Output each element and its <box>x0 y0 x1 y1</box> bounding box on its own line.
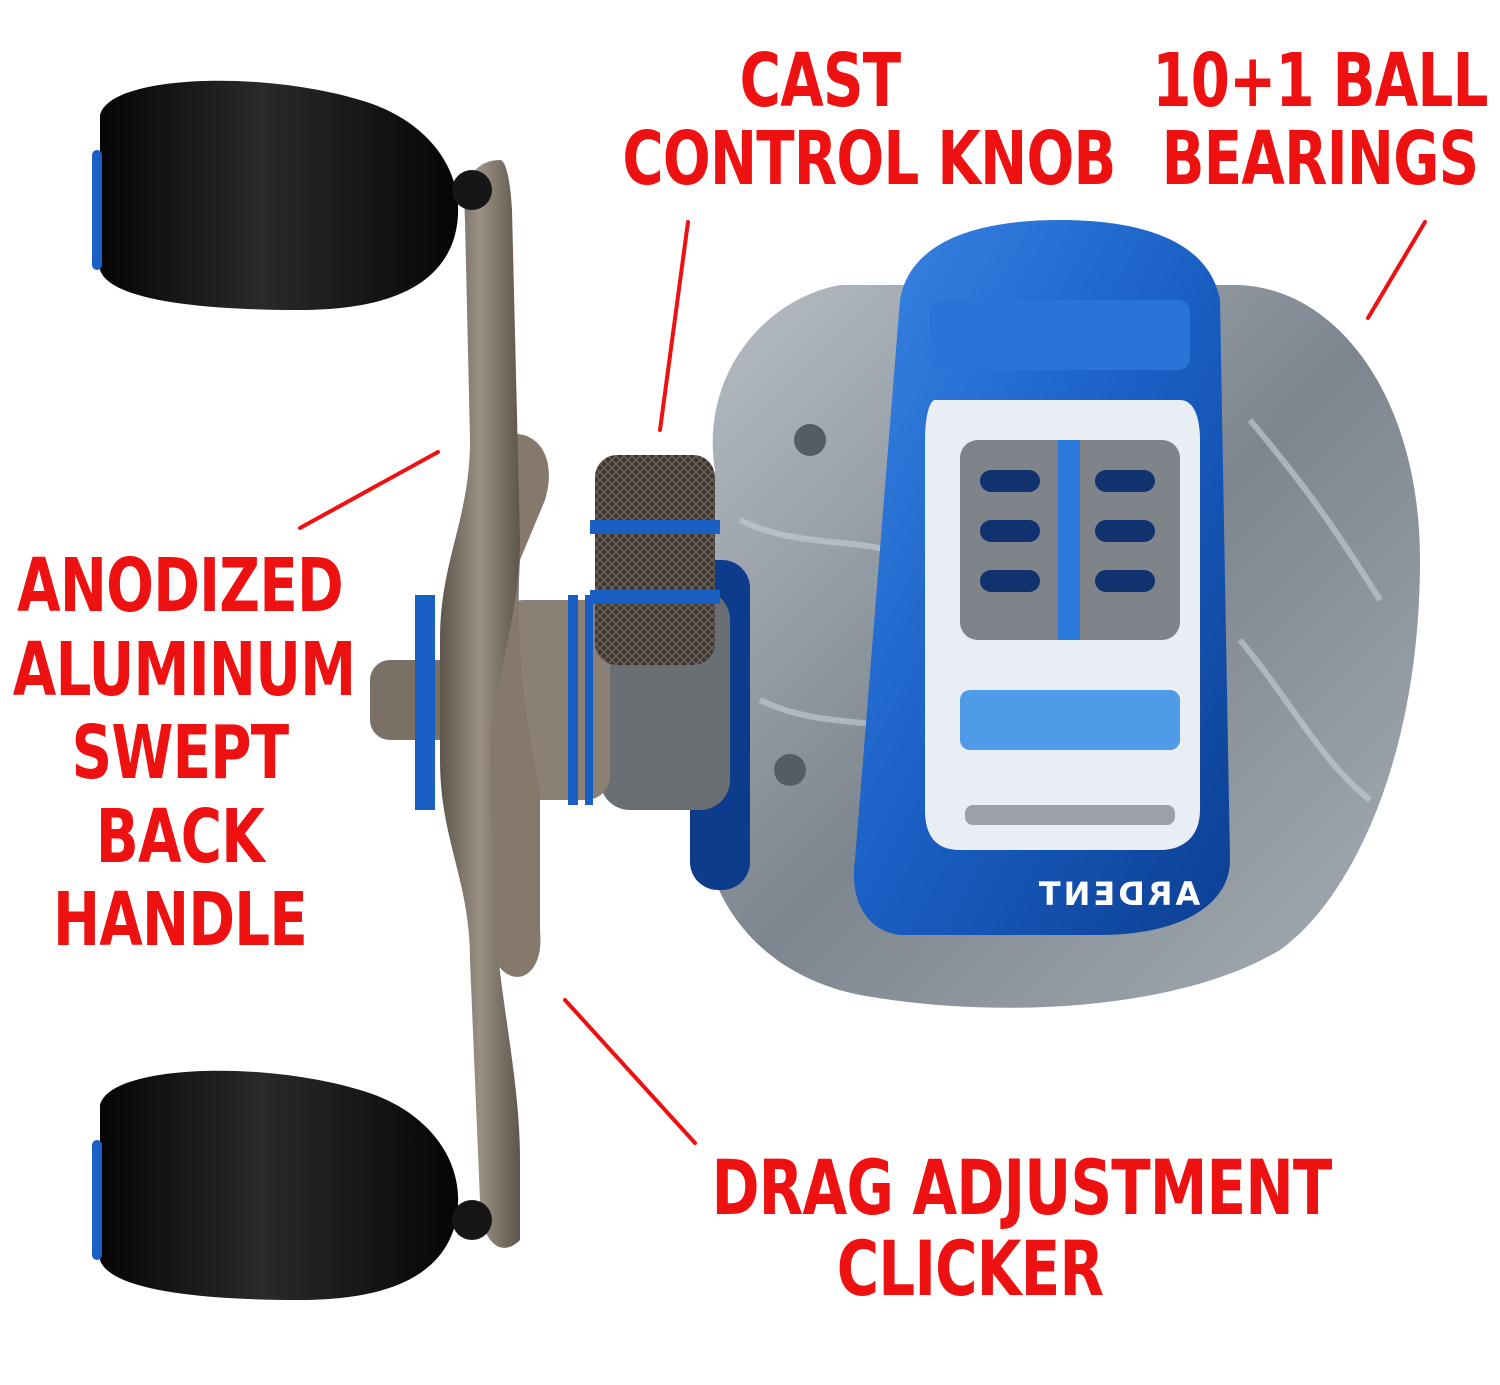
handle-arm <box>440 160 520 1248</box>
label-line: CONTROL KNOB <box>622 116 1116 203</box>
handle-label: ANODIZED ALUMINUM SWEPT BACK HANDLE <box>12 543 356 964</box>
leader-line-bearings <box>1366 220 1427 320</box>
label-line: BACK <box>95 793 265 880</box>
leader-lines <box>298 220 1427 1145</box>
blue-spool-frame <box>853 220 1230 935</box>
cast-control-knob <box>590 455 720 665</box>
handle-knob-bottom <box>92 1070 492 1300</box>
leader-line-cast-control <box>658 220 690 432</box>
handle-knob-top <box>92 80 492 310</box>
cast-control-knob-label: CAST CONTROL KNOB <box>622 38 1116 203</box>
ball-bearings-label: 10+1 BALL BEARINGS <box>1145 42 1495 199</box>
drag-adjustment-label: DRAG ADJUSTMENT CLICKER <box>711 1143 1333 1313</box>
leader-line-drag <box>563 998 697 1145</box>
brand-logo: ARDENT <box>1036 875 1200 913</box>
label-line: CLICKER <box>836 1223 1104 1313</box>
label-line: HANDLE <box>52 877 308 964</box>
leader-line-handle <box>298 450 440 530</box>
label-line: CAST <box>739 38 901 124</box>
label-line: 10+1 BALL <box>1152 38 1488 124</box>
label-line: ANODIZED <box>17 543 344 629</box>
label-line: SWEPT <box>71 710 290 797</box>
label-line: BEARINGS <box>1161 116 1479 203</box>
label-line: DRAG ADJUSTMENT <box>711 1143 1333 1232</box>
label-line: ALUMINUM <box>12 626 356 713</box>
brand-logo-text: ARDENT <box>1036 875 1200 913</box>
